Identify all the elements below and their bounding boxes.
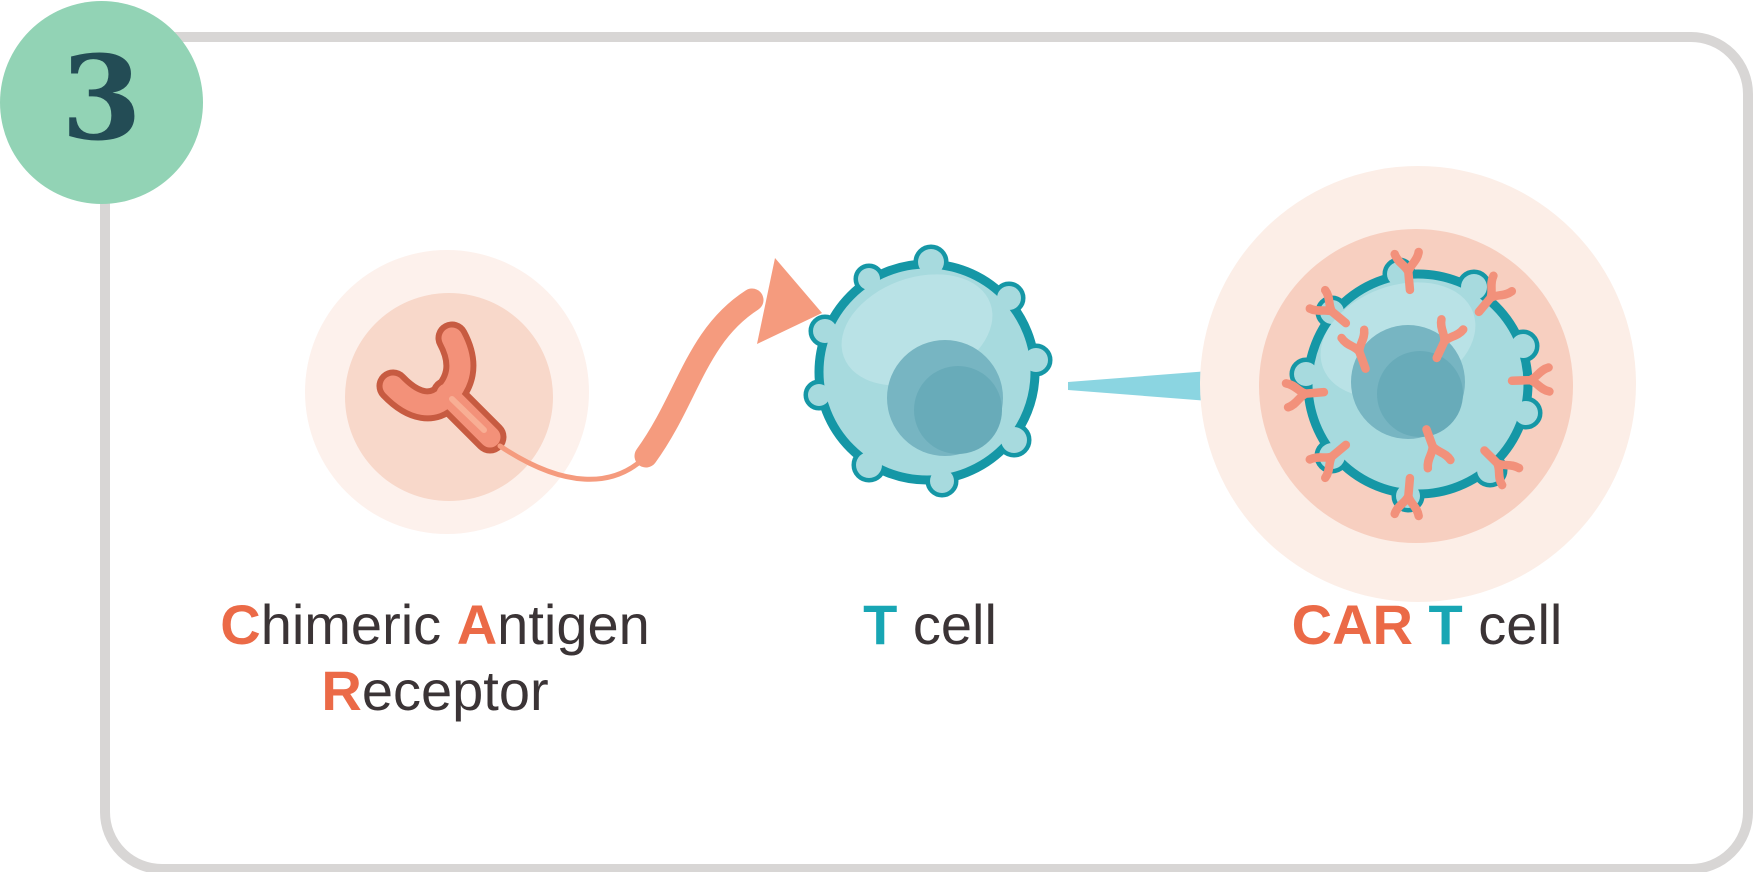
transform-arrow-icon — [1068, 355, 1254, 417]
accent-letter-t2: T — [1412, 593, 1463, 656]
step-number: 3 — [61, 30, 142, 167]
panel-frame — [100, 32, 1753, 872]
chimeric-antigen-receptor-icon — [305, 250, 589, 534]
label-line-2: Receptor — [321, 659, 549, 722]
receptor-highlight — [449, 396, 487, 433]
label-chimeric-antigen-receptor: Chimeric Antigen Receptor — [135, 596, 735, 720]
t-cell-icon — [803, 244, 1053, 498]
car-t-cell-icon — [1200, 166, 1636, 602]
transduction-arrow-icon — [497, 258, 822, 482]
t-cell-bump-fills — [808, 249, 1048, 493]
label-line-1: Chimeric Antigen — [220, 593, 650, 656]
label-t-cell: T cell — [863, 593, 997, 656]
car-t-cell-nucleus-shade — [1377, 351, 1463, 437]
accent-letter-a: A — [456, 593, 498, 656]
label-car-t-cell: CAR T cell — [1291, 593, 1563, 656]
accent-letter-t: T — [863, 593, 898, 656]
accent-word-car: CAR — [1291, 593, 1413, 656]
car-receptors — [1281, 247, 1554, 521]
step-badge: 3 — [0, 1, 203, 204]
t-cell-nucleus-shade — [914, 366, 1002, 454]
accent-letter-r: R — [321, 659, 362, 722]
accent-letter-c: C — [220, 593, 261, 656]
